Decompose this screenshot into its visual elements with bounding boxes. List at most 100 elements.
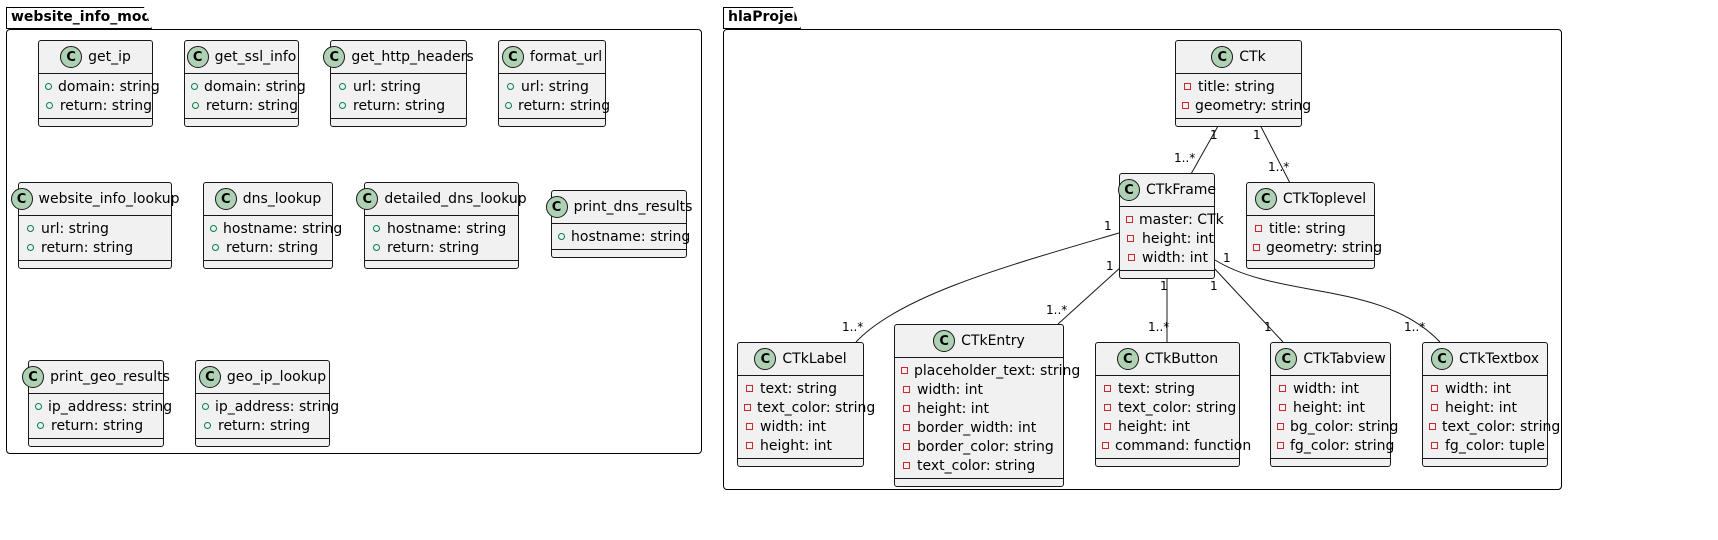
class-attribute: geometry: string xyxy=(1176,96,1311,115)
private-visibility-icon xyxy=(1103,423,1111,430)
class-stereotype-icon: C xyxy=(501,46,524,68)
class-name: detailed_dns_lookup xyxy=(384,191,527,207)
public-visibility-icon xyxy=(210,225,217,232)
class-attribute: return: string xyxy=(29,416,163,435)
mult-ctk-frame-dst: 1..* xyxy=(1174,151,1196,165)
class-name: geo_ip_lookup xyxy=(226,369,327,385)
public-visibility-icon xyxy=(45,102,53,109)
class-name: get_http_headers xyxy=(351,49,474,65)
attribute-text: geometry: string xyxy=(1195,97,1312,114)
public-visibility-icon xyxy=(338,102,346,109)
class-attribute: bg_color: string xyxy=(1271,417,1398,436)
attribute-text: width: int xyxy=(1445,380,1512,397)
class-stereotype-icon: C xyxy=(933,330,956,352)
private-visibility-icon xyxy=(745,385,753,392)
class-attribute: width: int xyxy=(1423,379,1547,398)
class-stereotype-icon: C xyxy=(186,46,209,68)
class-attribute: hostname: string xyxy=(204,219,342,238)
class-name: print_dns_results xyxy=(573,199,693,215)
attribute-text: return: string xyxy=(205,97,298,114)
class-attribute: border_width: int xyxy=(895,418,1063,437)
private-visibility-icon xyxy=(902,424,910,431)
class-attribute: width: int xyxy=(895,380,1063,399)
class-attribute: title: string xyxy=(1247,219,1374,238)
class-name: CTkTextbox xyxy=(1458,351,1540,367)
private-visibility-icon xyxy=(1430,385,1438,392)
mult-frame-label-src: 1 xyxy=(1104,219,1112,233)
attribute-text: border_width: int xyxy=(917,419,1037,436)
class-attribute: height: int xyxy=(895,399,1063,418)
private-visibility-icon xyxy=(901,367,908,374)
attribute-text: text_color: string xyxy=(917,457,1036,474)
class-name: CTkFrame xyxy=(1145,182,1217,198)
class-attribute: return: string xyxy=(196,416,329,435)
private-visibility-icon xyxy=(745,423,753,430)
attribute-text: url: string xyxy=(41,220,109,237)
attribute-text: url: string xyxy=(521,78,589,95)
attribute-text: domain: string xyxy=(204,78,306,95)
public-visibility-icon xyxy=(202,403,209,410)
private-visibility-icon xyxy=(745,442,753,449)
private-visibility-icon xyxy=(1278,385,1286,392)
class-attributes: hostname: string return: string xyxy=(204,216,342,261)
class-attribute: master: CTk xyxy=(1120,210,1224,229)
private-visibility-icon xyxy=(1182,102,1189,109)
mult-frame-label-dst: 1..* xyxy=(842,320,864,334)
class-attribute: border_color: string xyxy=(895,437,1063,456)
class-attribute: text_color: string xyxy=(1423,417,1560,436)
class-attribute: domain: string xyxy=(185,77,306,96)
attribute-text: geometry: string xyxy=(1266,239,1383,256)
attribute-text: hostname: string xyxy=(223,220,343,237)
public-visibility-icon xyxy=(26,225,34,232)
class-attribute: domain: string xyxy=(39,77,160,96)
class-methods xyxy=(1423,459,1547,466)
attribute-text: url: string xyxy=(353,78,421,95)
private-visibility-icon xyxy=(902,386,910,393)
class-stereotype-icon: C xyxy=(754,348,777,370)
class-attribute: title: string xyxy=(1176,77,1301,96)
private-visibility-icon xyxy=(1126,216,1133,223)
class-methods xyxy=(1096,459,1239,466)
mult-frame-tabview-dst: 1 xyxy=(1264,320,1272,334)
private-visibility-icon xyxy=(1183,83,1191,90)
attribute-text: height: int xyxy=(917,400,990,417)
attribute-text: return: string xyxy=(226,239,319,256)
attribute-text: height: int xyxy=(760,437,833,454)
private-visibility-icon xyxy=(1254,225,1262,232)
attribute-text: border_color: string xyxy=(917,438,1054,455)
assoc-ctk-ctkframe xyxy=(1190,118,1223,175)
assoc-ctk-ctktoplevel xyxy=(1256,118,1291,184)
class-attribute: height: int xyxy=(1096,417,1239,436)
class-attribute: height: int xyxy=(1271,398,1390,417)
attribute-text: master: CTk xyxy=(1139,211,1224,228)
class-attributes: hostname: string xyxy=(552,224,690,250)
class-stereotype-icon: C xyxy=(356,188,379,210)
assoc-ctkframe-ctkentry xyxy=(1057,266,1122,325)
attribute-text: title: string xyxy=(1198,78,1275,95)
class-attribute: url: string xyxy=(499,77,605,96)
attribute-text: height: int xyxy=(1445,399,1518,416)
class-attribute: placeholder_text: string xyxy=(895,361,1080,380)
class-stereotype-icon: C xyxy=(60,46,83,68)
class-methods xyxy=(204,261,332,268)
attribute-text: fg_color: string xyxy=(1290,437,1395,454)
private-visibility-icon xyxy=(902,405,910,412)
attribute-text: title: string xyxy=(1269,220,1346,237)
class-name: format_url xyxy=(529,49,603,65)
private-visibility-icon xyxy=(1430,442,1438,449)
